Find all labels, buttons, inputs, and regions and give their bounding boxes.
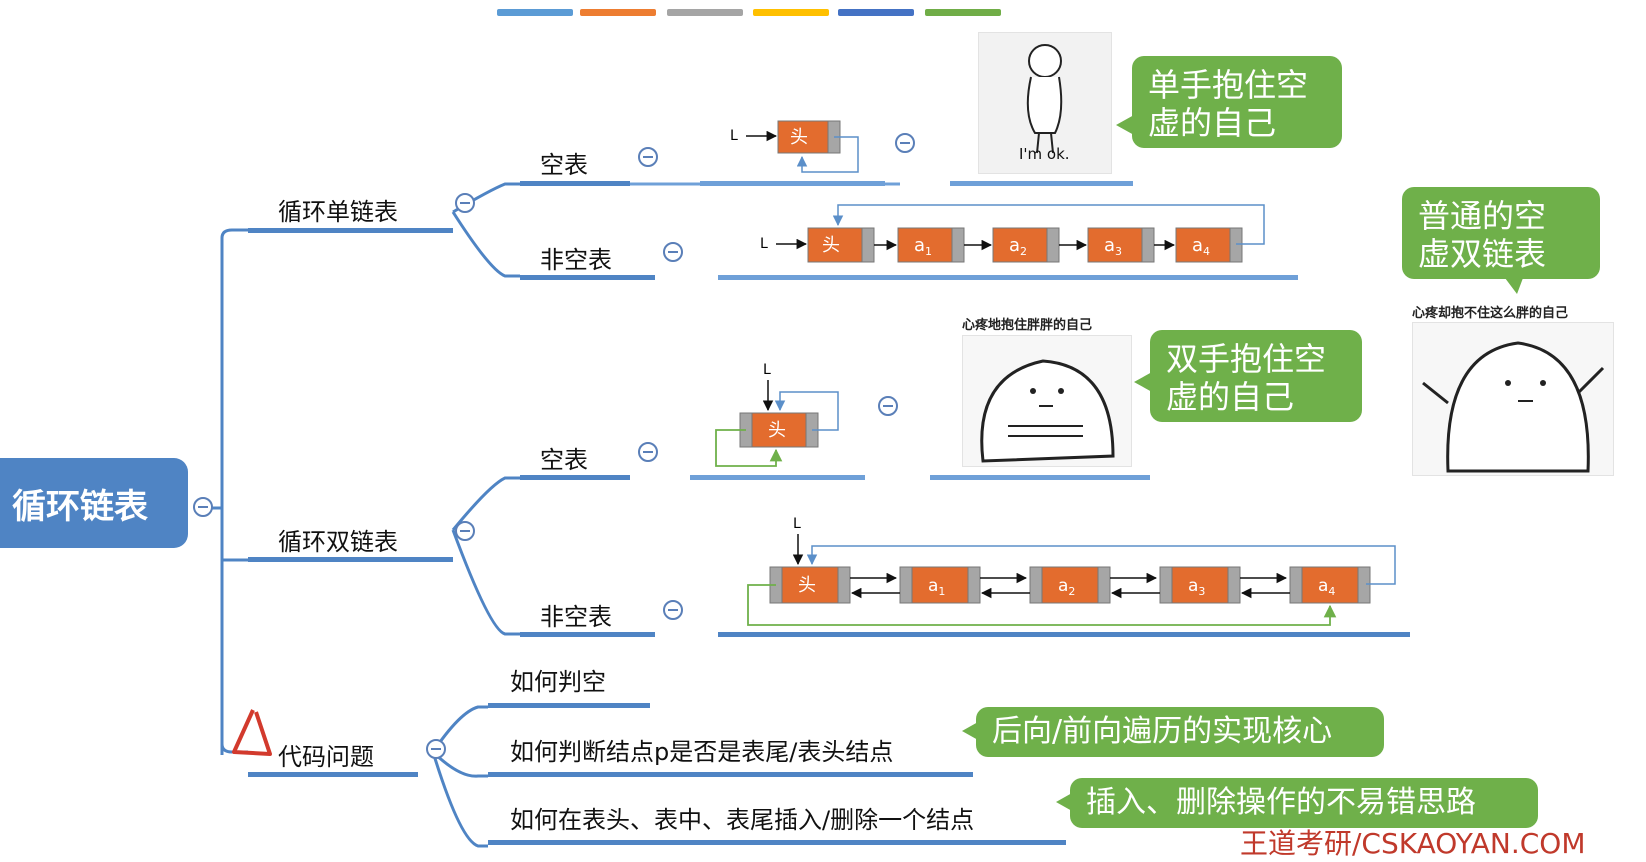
hug-caption: 心疼地抱住胖胖的自己 [962, 318, 1093, 333]
root-label: 循环链表 [12, 486, 148, 527]
bubble-double-empty: 双手抱住空 虚的自己 [1150, 330, 1362, 422]
double-nonempty-underline [520, 632, 655, 637]
branch-code-underline [248, 772, 418, 777]
single-node-3: a3 [1104, 235, 1122, 258]
collapse-single-icon[interactable] [455, 193, 475, 213]
code-item-1[interactable]: 如何判空 [510, 668, 606, 696]
code-item-2-underline [488, 772, 973, 777]
single-nonempty-diagram: L 头 a1 a2 a3 a4 [760, 204, 1265, 263]
cant-hug-caption: 心疼却抱不住这么胖的自己 [1412, 306, 1569, 321]
collapse-single-empty-img-icon[interactable] [895, 133, 915, 153]
double-nonempty-head: 头 [798, 575, 816, 596]
bubble-double-plain-line-1: 普通的空 [1418, 197, 1547, 235]
blob-hug-icon [980, 359, 1115, 463]
double-empty-L: L [763, 362, 771, 378]
bubble-traverse-tail [962, 722, 978, 740]
branch-double-underline [248, 557, 453, 562]
bubble-double-empty-tail [1134, 372, 1152, 392]
bubble-insert-delete-tail [1056, 793, 1072, 811]
im-ok-image: I'm ok. [978, 32, 1112, 174]
branch-code-label[interactable]: 代码问题 [278, 743, 374, 771]
single-empty-ext-2 [950, 181, 1133, 186]
single-nonempty-ext [718, 275, 1298, 280]
bubble-single-empty-tail [1116, 115, 1134, 135]
bubble-traverse: 后向/前向遍历的实现核心 [976, 707, 1384, 757]
double-nonempty-label[interactable]: 非空表 [540, 603, 612, 631]
collapse-double-empty-icon[interactable] [638, 442, 658, 462]
im-ok-text: I'm ok. [1019, 145, 1070, 163]
double-empty-underline [520, 475, 630, 480]
single-empty-ext-1 [700, 181, 885, 186]
double-node-3: a3 [1188, 576, 1205, 598]
color-bar-6 [925, 9, 1001, 16]
branch-single-underline [248, 228, 453, 233]
single-empty-underline [520, 181, 630, 186]
color-bar-3 [667, 9, 743, 16]
single-empty-L: L [730, 128, 738, 144]
bubble-double-plain-line-2: 虚双链表 [1418, 235, 1547, 273]
collapse-single-nonempty-icon[interactable] [663, 242, 683, 262]
double-nonempty-ext [718, 632, 1410, 637]
collapse-code-icon[interactable] [426, 739, 446, 759]
double-nonempty-diagram: L 头 a1 a2 a3 a4 [747, 516, 1396, 626]
double-empty-ext-2 [930, 475, 1150, 480]
collapse-double-empty-img-icon[interactable] [878, 396, 898, 416]
single-nonempty-underline [520, 275, 655, 280]
single-nonempty-head: 头 [822, 235, 840, 256]
branch-double-label[interactable]: 循环双链表 [278, 528, 398, 556]
double-node-4: a4 [1318, 576, 1335, 598]
color-bar-1 [497, 9, 573, 16]
double-empty-ext-1 [690, 475, 865, 480]
bubble-single-empty-line-1: 单手抱住空 [1148, 66, 1309, 104]
color-bar-4 [753, 9, 829, 16]
single-node-4: a4 [1192, 235, 1210, 258]
hug-image [962, 335, 1132, 467]
collapse-root-icon[interactable] [193, 497, 213, 517]
code-item-2[interactable]: 如何判断结点p是否是表尾/表头结点 [510, 738, 894, 766]
collapse-single-empty-icon[interactable] [638, 147, 658, 167]
bubble-double-empty-line-1: 双手抱住空 [1166, 340, 1327, 378]
collapse-double-icon[interactable] [455, 521, 475, 541]
watermark: 王道考研/CSKAOYAN.COM [1240, 827, 1586, 860]
triangle-mark-icon [232, 709, 272, 756]
single-empty-head: 头 [790, 127, 808, 148]
collapse-double-nonempty-icon[interactable] [663, 600, 683, 620]
code-item-3[interactable]: 如何在表头、表中、表尾插入/删除一个结点 [510, 806, 975, 834]
color-bar-5 [838, 9, 914, 16]
code-item-1-underline [488, 703, 650, 708]
single-empty-label[interactable]: 空表 [540, 151, 588, 179]
double-empty-label[interactable]: 空表 [540, 446, 588, 474]
bubble-double-empty-line-2: 虚的自己 [1166, 378, 1295, 416]
bubble-double-plain: 普通的空 虚双链表 [1402, 187, 1600, 279]
stick-figure-icon: I'm ok. [1019, 44, 1070, 163]
single-empty-diagram: L 头 [730, 120, 859, 173]
branch-single-label[interactable]: 循环单链表 [278, 198, 398, 226]
root-node[interactable]: 循环链表 [0, 458, 188, 548]
double-node-1: a1 [928, 576, 945, 598]
single-nonempty-L: L [760, 236, 768, 252]
bubble-double-plain-tail [1505, 278, 1523, 294]
single-nonempty-label[interactable]: 非空表 [540, 246, 612, 274]
single-node-2: a2 [1009, 235, 1027, 258]
double-empty-diagram: L 头 [715, 362, 839, 467]
double-node-2: a2 [1058, 576, 1075, 598]
blob-cant-hug-icon [1422, 341, 1605, 473]
bubble-insert-delete: 插入、删除操作的不易错思路 [1070, 778, 1538, 828]
cant-hug-image [1412, 322, 1614, 476]
double-nonempty-L: L [793, 516, 801, 532]
single-node-1: a1 [914, 235, 932, 258]
double-empty-head: 头 [768, 420, 786, 441]
code-item-3-underline [488, 840, 1066, 845]
bubble-single-empty: 单手抱住空 虚的自己 [1132, 56, 1342, 148]
bubble-single-empty-line-2: 虚的自己 [1148, 104, 1277, 142]
color-bar-2 [580, 9, 656, 16]
